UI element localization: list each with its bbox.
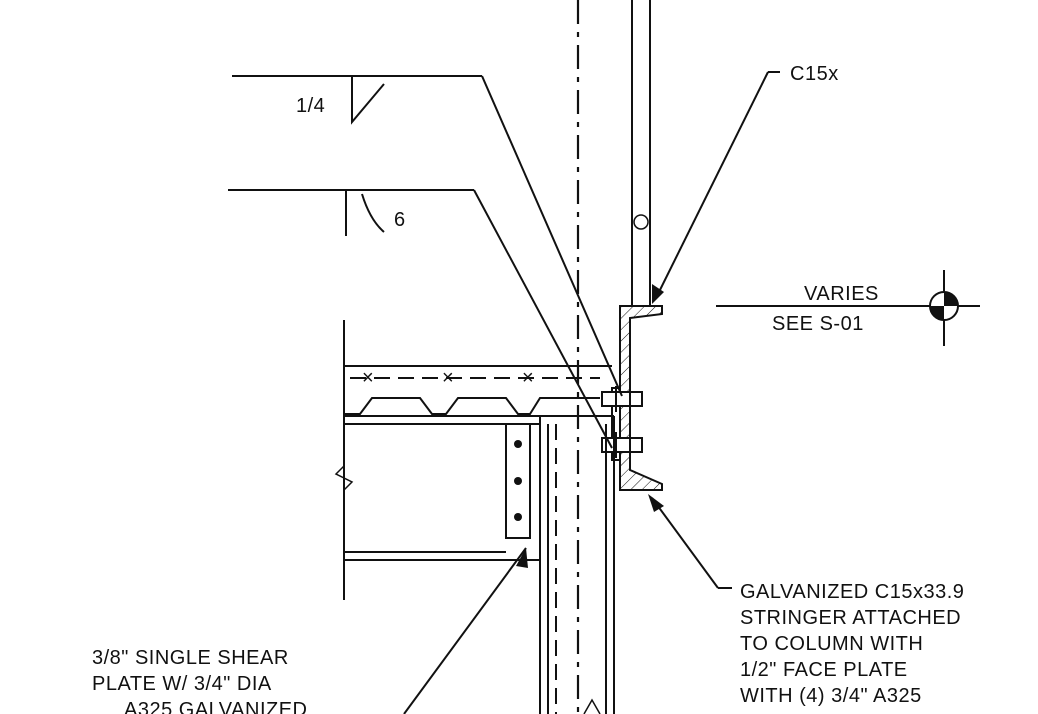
stringer-note: GALVANIZED C15x33.9 STRINGER ATTACHED TO… <box>740 581 964 707</box>
bolt-bottom <box>601 432 643 458</box>
shear-plate <box>505 423 531 539</box>
bolt-top <box>601 386 643 412</box>
level-marker <box>716 270 980 346</box>
svg-text:GALVANIZED C15x33.9: GALVANIZED C15x33.9 <box>740 581 964 603</box>
svg-text:3/8" SINGLE SHEAR: 3/8" SINGLE SHEAR <box>92 647 289 669</box>
floor-beam <box>334 415 612 561</box>
svg-text:A325 GALVANIZED: A325 GALVANIZED <box>124 699 308 714</box>
svg-text:1/2" FACE PLATE: 1/2" FACE PLATE <box>740 659 908 681</box>
stringer-elevation <box>631 0 651 305</box>
svg-text:×: × <box>362 367 374 389</box>
deck-reinforcement-marks: × × × <box>362 367 534 389</box>
svg-text:WITH (4) 3/4" A325: WITH (4) 3/4" A325 <box>740 685 922 707</box>
metal-deck <box>344 397 600 415</box>
shear-plate-note: 3/8" SINGLE SHEAR PLATE W/ 3/4" DIA A325… <box>92 647 308 714</box>
stringer-callout-leader <box>652 71 780 304</box>
level-bottom-label: SEE S-01 <box>772 313 864 335</box>
weld-symbol-groove <box>228 189 613 449</box>
svg-text:STRINGER ATTACHED: STRINGER ATTACHED <box>740 607 961 629</box>
stringer-callout-label: C15x <box>790 63 839 85</box>
stringer-note-leader <box>648 494 732 589</box>
svg-text:×: × <box>442 367 454 389</box>
shear-plate-note-leader <box>403 547 528 714</box>
weld-symbol-fillet <box>232 75 623 397</box>
level-top-label: VARIES <box>804 283 879 305</box>
column <box>539 415 615 714</box>
weld-number-label: 6 <box>394 209 406 231</box>
svg-text:×: × <box>522 367 534 389</box>
weld-size-label: 1/4 <box>296 95 325 117</box>
svg-text:TO COLUMN WITH: TO COLUMN WITH <box>740 633 923 655</box>
svg-text:PLATE W/ 3/4" DIA: PLATE W/ 3/4" DIA <box>92 673 272 695</box>
concrete-slab <box>343 320 612 600</box>
